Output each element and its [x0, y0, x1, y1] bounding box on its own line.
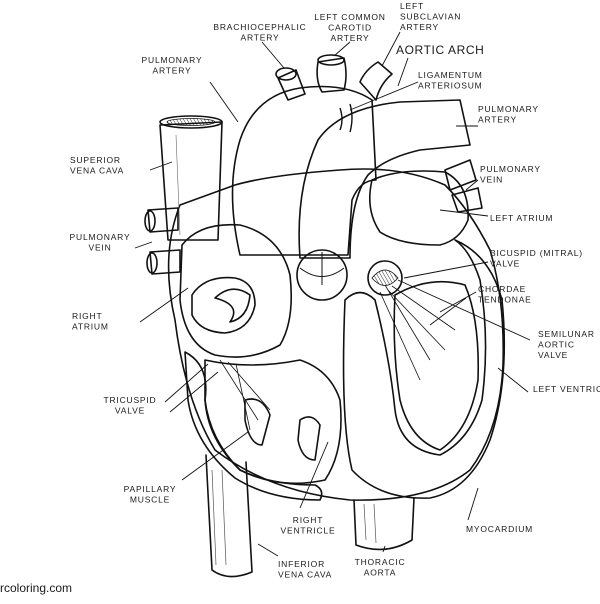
label-left-atrium: LEFT ATRIUM	[490, 213, 553, 223]
right-ventricle-chamber	[204, 359, 342, 485]
label-line: MYOCARDIUM	[466, 524, 533, 534]
label-left-ventricle: LEFT VENTRICLE	[533, 384, 600, 394]
label-line: PULMONARY	[70, 232, 131, 242]
label-aortic-arch: AORTIC ARCH	[396, 43, 484, 57]
inferior-vena-cava-shape	[205, 454, 253, 578]
label-line: INFERIOR	[278, 559, 325, 569]
label-line: ATRIUM	[72, 322, 109, 332]
label-line: PULMONARY	[478, 104, 539, 114]
label-bicuspid-valve: BICUSPID (MITRAL)VALVE	[490, 248, 583, 269]
left-ventricle-chamber	[393, 280, 480, 451]
thoracic-aorta-shape	[353, 497, 415, 551]
label-line: BRACHIOCEPHALIC	[213, 22, 306, 32]
label-line: LIGAMENTUM	[418, 70, 483, 80]
label-line: PULMONARY	[480, 164, 541, 174]
pulmonary-trunk-shape	[298, 99, 471, 259]
label-line: TENDONAE	[478, 295, 532, 305]
label-line: PAPILLARY	[124, 484, 177, 494]
label-line: VALVE	[538, 350, 568, 360]
label-line: ARTERY	[241, 33, 280, 43]
label-line: LEFT	[400, 1, 424, 11]
label-myocardium: MYOCARDIUM	[466, 524, 533, 534]
myocardium-wall	[342, 239, 506, 499]
label-line: RIGHT	[293, 515, 323, 525]
watermark: rcoloring.com	[0, 581, 72, 595]
label-line: CAROTID	[328, 23, 372, 33]
label-line: LEFT ATRIUM	[490, 213, 553, 223]
label-line: TRICUSPID	[103, 395, 156, 405]
left-atrium-chamber	[369, 170, 469, 246]
label-line: BICUSPID (MITRAL)	[490, 248, 583, 258]
label-line: VALVE	[115, 406, 145, 416]
label-line: ARTERY	[153, 66, 192, 76]
label-line: VENA CAVA	[278, 570, 332, 580]
label-line: AORTIC	[538, 340, 575, 350]
label-line: AORTA	[364, 568, 397, 578]
label-line: PULMONARY	[142, 55, 203, 65]
label-line: ARTERY	[400, 22, 439, 32]
label-line: CHORDAE	[478, 284, 526, 294]
heart-body-outline	[167, 168, 505, 501]
label-line: ARTERY	[331, 33, 370, 43]
label-line: AORTIC ARCH	[396, 43, 484, 57]
leader-lines	[134, 31, 531, 557]
label-line: THORACIC	[355, 557, 406, 567]
label-line: LEFT VENTRICLE	[533, 384, 600, 394]
right-atrium-chamber	[179, 223, 293, 358]
aorta-trunk-shape	[231, 85, 377, 256]
label-line: ARTERIOSUM	[418, 81, 483, 91]
label-line: MUSCLE	[130, 495, 170, 505]
label-line: SUPERIOR	[70, 155, 121, 165]
label-line: ARTERY	[478, 115, 517, 125]
label-line: RIGHT	[72, 311, 102, 321]
heart-artwork	[144, 54, 506, 578]
label-line: SUBCLAVIAN	[400, 12, 461, 22]
label-line: VEIN	[88, 243, 111, 253]
label-line: LEFT COMMON	[314, 12, 385, 22]
label-line: VENA CAVA	[70, 166, 124, 176]
label-line: VENTRICLE	[281, 526, 336, 536]
label-line: VALVE	[490, 259, 520, 269]
label-line: VEIN	[480, 175, 503, 185]
superior-vena-cava-shape	[159, 121, 223, 241]
label-line: SEMILUNAR	[538, 329, 595, 339]
right-wall	[184, 351, 323, 501]
